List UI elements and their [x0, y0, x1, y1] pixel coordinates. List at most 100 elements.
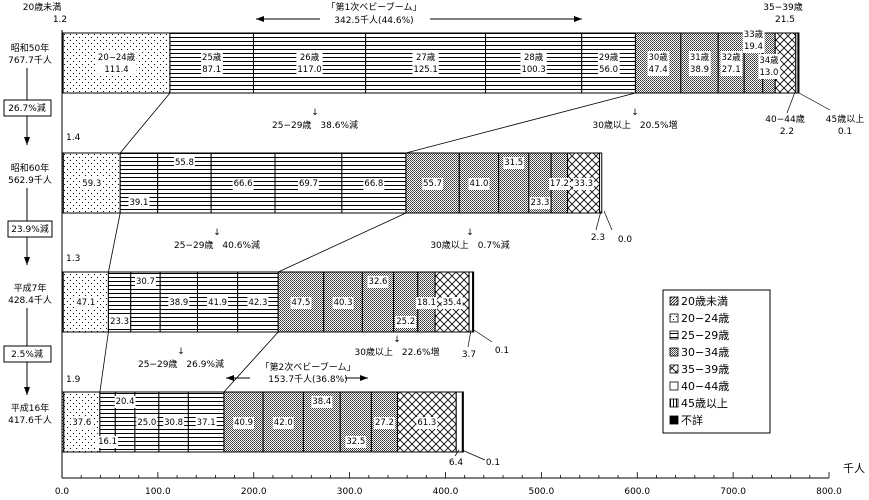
bar-segment-a40_44 — [455, 391, 463, 453]
legend-swatch-a30_34 — [669, 347, 679, 357]
change-25-29-3: 25−29歳 26.9%減 — [138, 358, 224, 370]
callout-1995-over45: 0.1 — [495, 346, 509, 356]
label-bg — [173, 157, 195, 169]
callout-40-44-label: 40−44歳 — [765, 113, 804, 125]
legend-swatch-a40_44 — [669, 381, 679, 391]
row-label-2004: 平成16年 — [11, 402, 49, 414]
label-bg — [297, 178, 319, 190]
baby-boom-1-title: 「第1次ベビーブーム」 — [327, 1, 422, 13]
label-bg — [373, 417, 395, 429]
label-bg — [647, 51, 670, 76]
segment-value-label: 55.8 — [175, 158, 194, 168]
label-bg — [597, 51, 620, 76]
label-bg — [311, 396, 333, 408]
segment-value-label: 56.0 — [599, 65, 618, 75]
segment-value-label: 32.5 — [346, 437, 365, 447]
segment-value-label: 38.9 — [169, 298, 188, 308]
segment-value-label: 41.0 — [469, 179, 488, 189]
connector-line — [108, 212, 121, 273]
segment-value-label: 16.1 — [98, 437, 117, 447]
legend-label: 30−34歳 — [681, 346, 729, 359]
row-label-1975: 昭和50年 — [11, 42, 49, 54]
change-box-1 — [3, 99, 52, 117]
segment-age-label: 27歳 — [416, 52, 436, 63]
segment-value-label: 41.9 — [208, 298, 227, 308]
label-bg — [416, 417, 438, 429]
legend-label: 35−39歳 — [681, 363, 729, 376]
callout-35-39-label: 35−39歳 — [763, 1, 802, 13]
segment-value-label: 87.1 — [202, 65, 221, 75]
segment-value-label: 25.2 — [396, 317, 415, 327]
x-tick-label: 200.0 — [241, 487, 267, 497]
leader-line — [798, 92, 831, 111]
legend-swatch-over45 — [669, 398, 679, 408]
legend-label: 25−29歳 — [681, 329, 729, 342]
row-total-1975: 767.7千人 — [8, 55, 52, 66]
segment-value-label: 42.3 — [248, 298, 267, 308]
x-tick-label: 0.0 — [55, 487, 70, 497]
label-bg — [163, 417, 185, 429]
bar-row: 20−24歳111.425歳87.126歳117.027歳125.128歳100… — [61, 28, 800, 94]
label-bg — [412, 51, 439, 76]
bar-segment-a40_44 — [599, 152, 603, 214]
label-bg — [363, 178, 385, 190]
segment-value-label: 23.3 — [110, 317, 129, 327]
callout-35-39-value: 21.5 — [775, 15, 795, 25]
change-total-2: 23.9%減 — [11, 223, 49, 235]
connector-line — [278, 212, 407, 273]
change-total-1: 26.7%減 — [8, 102, 46, 114]
baby-boom-1: 「第1次ベビーブーム」 342.5千人(44.6%) — [256, 1, 582, 26]
label-bg — [233, 417, 255, 429]
callout-40-44-value: 2.2 — [780, 127, 794, 137]
connector-line — [99, 331, 109, 393]
callout-over45-label: 45歳以上 — [826, 113, 864, 125]
label-bg — [247, 297, 269, 309]
segment-value-label: 66.6 — [234, 179, 253, 189]
legend-box — [662, 289, 771, 434]
legend-label: 40−44歳 — [681, 380, 729, 393]
bar-segment-over45 — [797, 32, 800, 94]
segment-value-label: 42.0 — [274, 418, 293, 428]
legend-swatch-a20_24 — [669, 313, 679, 323]
label-bg — [114, 396, 136, 408]
segment-value-label: 125.1 — [413, 65, 437, 75]
segment-value-label: 100.3 — [521, 65, 545, 75]
segment-value-label: 18.1 — [417, 298, 436, 308]
leader-line — [461, 449, 486, 461]
x-tick-label: 600.0 — [624, 487, 650, 497]
down-arrow-glyph: ↓ — [393, 335, 401, 345]
callout-1985-40-44: 2.3 — [591, 233, 605, 243]
label-bg — [345, 436, 367, 448]
group-changes: ↓ 25−29歳 38.6%減 ↓ 30歳以上 20.5%増 ↓ 25−29歳 … — [138, 108, 678, 370]
down-arrow-glyph: ↓ — [213, 228, 221, 238]
callout-under20-value: 1.2 — [53, 15, 67, 25]
bar-segment-a40_44 — [468, 271, 474, 333]
segment-value-label: 55.7 — [423, 179, 442, 189]
label-bg — [97, 436, 119, 448]
change-indicators: 26.7%減 23.9%減 2.5%減 — [3, 68, 53, 395]
callout-1995-40-44: 3.7 — [462, 350, 476, 360]
baby-boom-2-title: 「第2次ベビーブーム」 — [261, 361, 356, 373]
callouts: 20歳未満 1.2 35−39歳 21.5 40−44歳 2.2 45歳以上 0… — [23, 1, 864, 468]
bar-segment-over45 — [461, 391, 464, 453]
label-bg — [367, 276, 389, 288]
row-total-1995: 428.4千人 — [8, 295, 52, 306]
segment-age-label: 31歳 — [690, 52, 710, 63]
segment-value-label: 30.7 — [136, 277, 155, 287]
segment-age-label: 26歳 — [300, 52, 320, 63]
row-labels: 昭和50年 767.7千人 昭和60年 562.9千人 平成7年 428.4千人… — [8, 42, 52, 426]
x-tick-label: 800.0 — [816, 487, 842, 497]
legend-swatch-under20 — [669, 296, 679, 306]
callout-under20-label: 20歳未満 — [23, 1, 61, 13]
change-25-29-2: 25−29歳 40.6%減 — [174, 239, 260, 251]
segment-value-label: 17.2 — [550, 179, 569, 189]
label-bg — [332, 297, 354, 309]
segment-value-label: 19.4 — [744, 42, 763, 52]
segment-value-label: 40.3 — [334, 298, 353, 308]
segment-age-label: 30歳 — [648, 52, 668, 63]
label-bg — [441, 297, 463, 309]
segment-age-label: 20−24歳 — [98, 52, 136, 63]
segment-age-label: 25歳 — [202, 52, 222, 63]
